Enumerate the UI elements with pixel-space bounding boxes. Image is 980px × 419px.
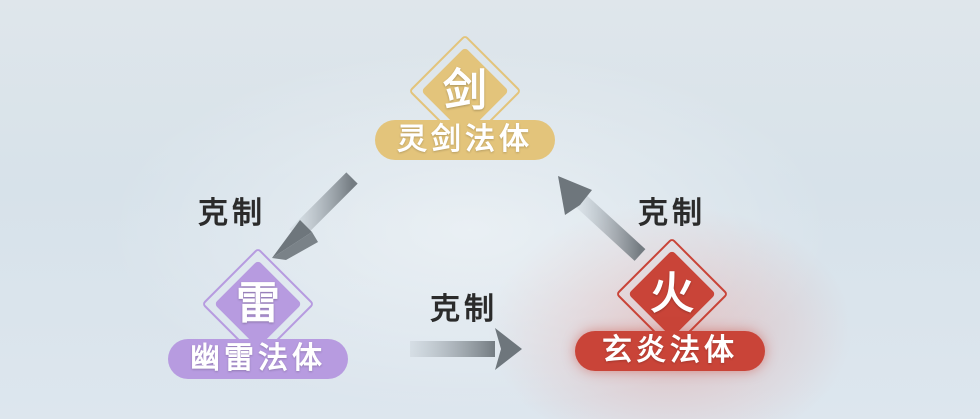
arrow-thunder-to-fire [410, 328, 522, 370]
node-fire[interactable]: 火 玄炎法体 [575, 237, 765, 383]
node-thunder[interactable]: 雷 幽雷法体 [168, 247, 348, 392]
relation-label-sword-thunder: 克制 [198, 196, 266, 231]
fire-label: 玄炎法体 [575, 331, 765, 371]
arrow-fire-to-sword [558, 176, 646, 261]
fire-glyph: 火 [650, 268, 694, 319]
sword-label: 灵剑法体 [375, 120, 555, 160]
arrow-sword-to-thunder [272, 172, 358, 260]
sword-glyph: 剑 [443, 65, 487, 116]
node-sword[interactable]: 剑 灵剑法体 [375, 34, 555, 170]
relation-label-thunder-fire: 克制 [430, 292, 498, 327]
thunder-glyph: 雷 [236, 278, 280, 329]
thunder-label: 幽雷法体 [168, 339, 348, 379]
relation-label-fire-sword: 克制 [638, 196, 706, 231]
